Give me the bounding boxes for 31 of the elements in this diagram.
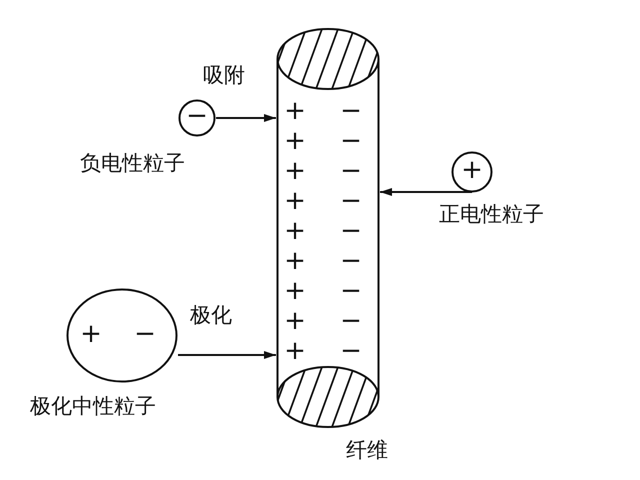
edge-label: 极化	[190, 303, 232, 327]
charge-sign: −	[340, 128, 362, 154]
charge-sign: −	[340, 218, 362, 244]
charge-sign: −	[340, 98, 362, 124]
arrow	[178, 351, 276, 359]
charge-sign: +	[461, 157, 483, 183]
charge-sign: +	[284, 98, 306, 124]
charge-sign: −	[340, 278, 362, 304]
charge-sign: +	[284, 308, 306, 334]
charge-sign: −	[340, 248, 362, 274]
charge-sign: +	[284, 158, 306, 184]
charge-sign: +	[284, 188, 306, 214]
particle-caption: 负电性粒子	[80, 151, 185, 175]
charge-sign: +	[284, 218, 306, 244]
charge-sign: +	[284, 128, 306, 154]
charge-sign: −	[340, 308, 362, 334]
particle-caption: 极化中性粒子	[30, 394, 156, 418]
fiber-label: 纤维	[346, 438, 388, 462]
charge-sign: +	[284, 278, 306, 304]
charge-sign: +	[80, 321, 102, 347]
charge-sign: +	[284, 248, 306, 274]
charge-sign: −	[340, 338, 362, 364]
arrow	[216, 114, 276, 122]
edge-label: 吸附	[203, 63, 245, 87]
particle-caption: 正电性粒子	[439, 202, 544, 226]
charge-sign: −	[340, 188, 362, 214]
charge-sign: +	[284, 338, 306, 364]
charge-sign: −	[186, 103, 208, 129]
charge-sign: −	[340, 158, 362, 184]
charge-sign: −	[134, 321, 156, 347]
arrow	[380, 188, 472, 196]
